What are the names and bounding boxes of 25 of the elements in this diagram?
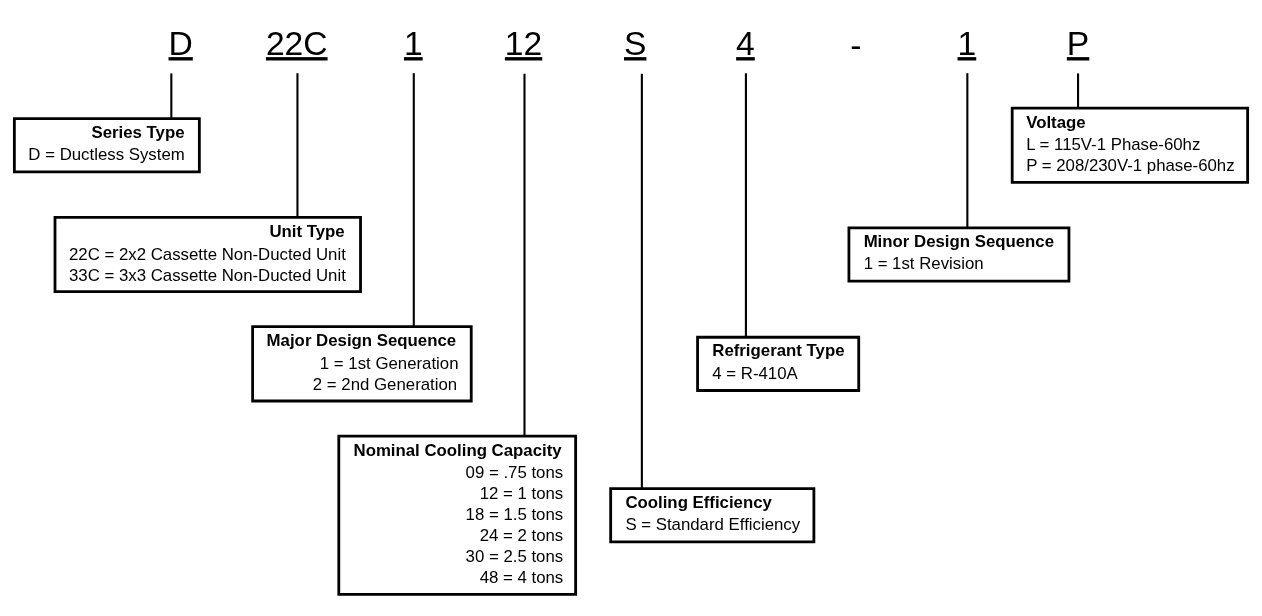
- node-text: 12: [504, 24, 543, 62]
- node-text: S: [623, 24, 647, 62]
- node-text: 4: [736, 24, 755, 62]
- connector: [412, 72, 415, 326]
- node-box: Minor Design Sequence 1 = 1st Revision: [847, 226, 1071, 283]
- label: -: [850, 26, 862, 64]
- connector: [1077, 72, 1080, 108]
- node-box: Unit Type 22C = 2x2 Cassette Non-Ducted Unit 33C = 3x3 Cassette Non-Ducted Unit: [53, 215, 362, 293]
- connector: [170, 72, 173, 118]
- node-box: Series Type D = Ductless System: [12, 116, 201, 173]
- node-text: 22C: [265, 24, 328, 62]
- connector: [296, 72, 299, 217]
- node-text: 1: [957, 24, 977, 62]
- node-box: Nominal Cooling Capacity 09 = .75 tons 12 = 1 tons 18 = 1.5 tons 24 = 2 tons 30 = 2.5 tons 48 = 4 tons: [337, 434, 578, 596]
- node-text: D: [168, 24, 193, 62]
- node-box: Voltage L = 115V-1 Phase-60hz P = 208/230V-1 phase-60hz: [1010, 106, 1250, 184]
- node-box: Refrigerant Type 4 = R-410A: [696, 335, 861, 392]
- connector: [640, 73, 643, 488]
- node-box: Major Design Sequence 1 = 1st Generation 2 = 2nd Generation: [251, 324, 473, 402]
- node-box: Cooling Efficiency S = Standard Efficiency: [609, 486, 816, 543]
- node-text: 1: [403, 24, 423, 62]
- connector: [744, 72, 747, 337]
- connector: [523, 73, 526, 436]
- node-text: P: [1066, 24, 1090, 62]
- connector: [966, 72, 969, 228]
